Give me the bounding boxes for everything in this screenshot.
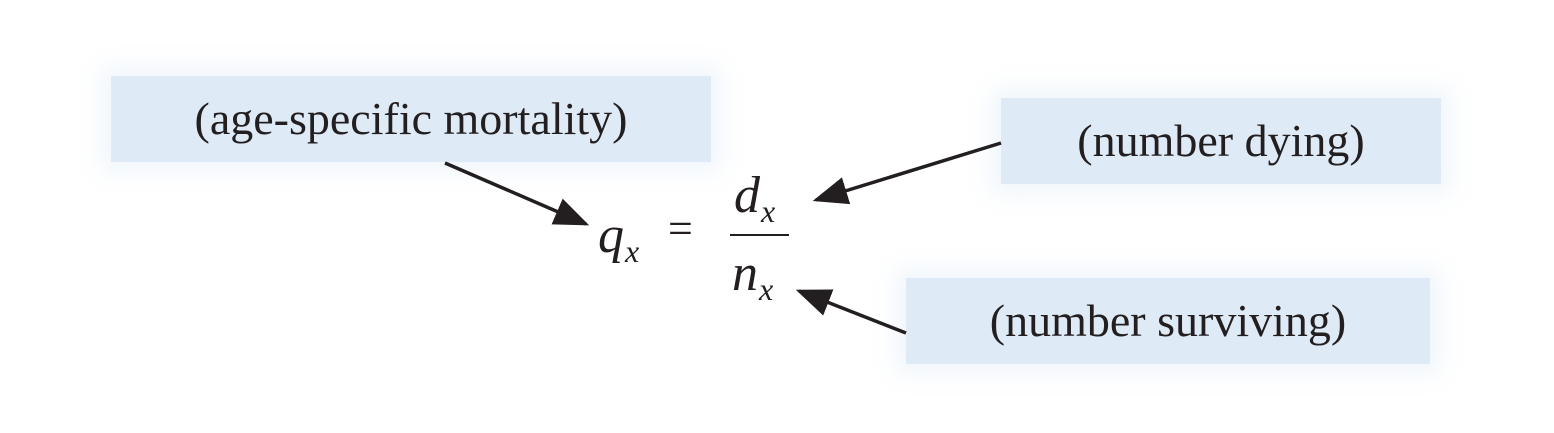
denominator-surviving-symbol: nx: [732, 245, 773, 306]
equals-sign: =: [668, 204, 693, 253]
age-specific-mortality-label: (age-specific mortality): [111, 76, 711, 162]
n-variable: n: [732, 245, 758, 302]
age-specific-mortality-text: (age-specific mortality): [194, 93, 628, 144]
number-dying-text: (number dying): [1077, 115, 1365, 166]
mortality-rate-symbol: qx: [598, 207, 639, 268]
surviving-arrow: [795, 289, 907, 335]
mortality-arrow: [444, 161, 590, 226]
d-variable: d: [734, 167, 760, 224]
fraction-bar: [730, 234, 789, 236]
number-dying-label: (number dying): [1001, 98, 1441, 184]
number-surviving-label: (number surviving): [906, 278, 1430, 364]
numerator-dying-symbol: dx: [734, 167, 775, 228]
n-subscript: x: [759, 271, 774, 307]
number-surviving-text: (number surviving): [989, 295, 1347, 346]
d-subscript: x: [761, 193, 776, 229]
dying-arrow: [812, 141, 1002, 205]
q-subscript: x: [625, 233, 640, 269]
q-variable: q: [598, 207, 624, 264]
